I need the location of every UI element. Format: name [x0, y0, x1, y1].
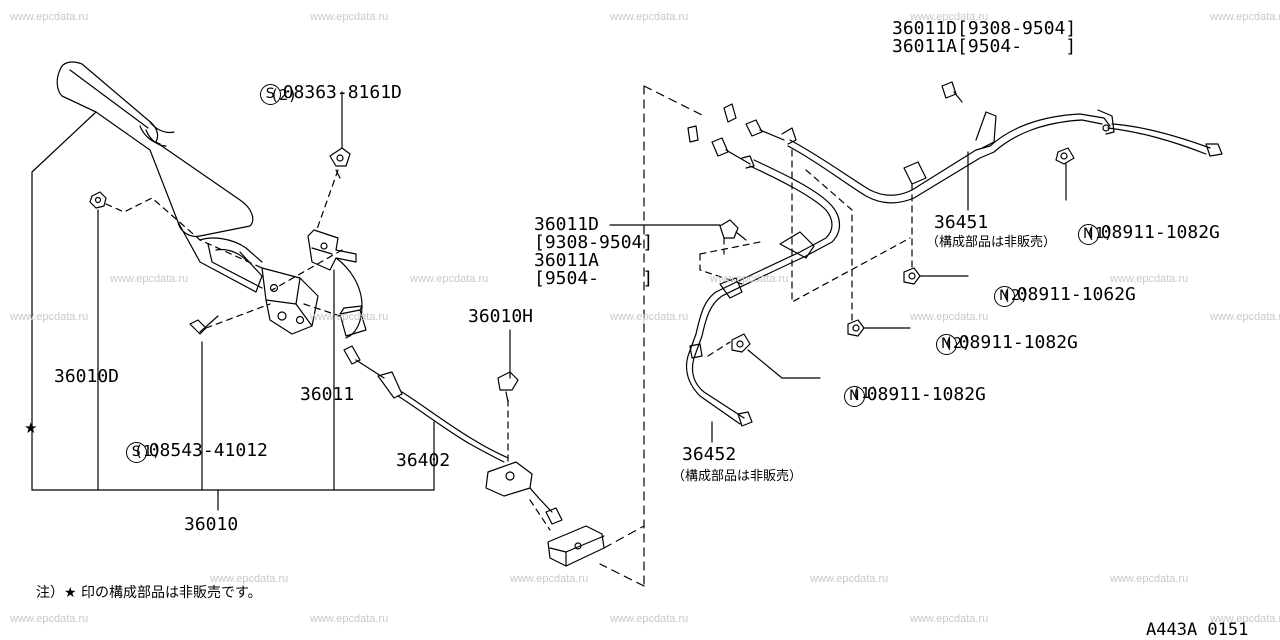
- bracket-36011-drawing: [307, 229, 367, 339]
- s-mark-icon: S: [125, 442, 147, 463]
- qty-n1: (1): [1086, 224, 1114, 242]
- callout-36402: 36402: [396, 450, 451, 471]
- note-36452: （構成部品は非販売）: [672, 469, 803, 484]
- qty-08543-41012: (1): [134, 442, 162, 460]
- left-fasteners-drawing: [89, 147, 351, 335]
- cable-36402-drawing: [343, 345, 605, 567]
- callout-36011D-mid-date: [9308-9504]: [534, 232, 654, 253]
- qty-n2: (2): [1002, 286, 1030, 304]
- part-number: 08911-1082G: [866, 384, 986, 405]
- svg-text:www.epcdata.ru: www.epcdata.ru: [1209, 613, 1280, 625]
- svg-text:www.epcdata.ru: www.epcdata.ru: [9, 311, 88, 323]
- part-number: 08911-1062G: [1016, 284, 1136, 305]
- watermark-group: www.epcdata.ru www.epcdata.ru www.epcdat…: [9, 11, 1280, 625]
- callout-36011A-mid: 36011A: [534, 250, 600, 271]
- svg-text:www.epcdata.ru: www.epcdata.ru: [1109, 573, 1188, 585]
- callout-36010D: 36010D: [54, 366, 120, 387]
- left-dashed-leaders: [105, 169, 551, 531]
- callout-36010: 36010: [184, 514, 239, 535]
- diagram-reference-code: A443A 0151: [1146, 620, 1249, 640]
- callout-36011D-top: 36011D[9308-9504]: [892, 18, 1077, 39]
- svg-text:www.epcdata.ru: www.epcdata.ru: [9, 613, 88, 625]
- note-36451: （構成部品は非販売）: [926, 235, 1057, 250]
- svg-text:www.epcdata.ru: www.epcdata.ru: [909, 11, 988, 23]
- footnote: 注）★ 印の構成部品は非販売です。: [36, 585, 262, 601]
- callout-36451: 36451: [934, 212, 989, 233]
- cable-36451-drawing: [723, 81, 1223, 204]
- left-leader-lines: [31, 91, 435, 511]
- callout-36011A-top: 36011A[9504- ]: [892, 36, 1077, 57]
- n-mark-icon: N: [843, 386, 865, 407]
- brake-lever-drawing: [56, 61, 263, 293]
- qty-n4: (1): [852, 384, 880, 402]
- svg-text:www.epcdata.ru: www.epcdata.ru: [509, 573, 588, 585]
- svg-text:www.epcdata.ru: www.epcdata.ru: [609, 613, 688, 625]
- svg-text:www.epcdata.ru: www.epcdata.ru: [1109, 273, 1188, 285]
- svg-text:www.epcdata.ru: www.epcdata.ru: [309, 11, 388, 23]
- star-marker: ★: [24, 419, 38, 437]
- svg-text:www.epcdata.ru: www.epcdata.ru: [609, 311, 688, 323]
- svg-text:www.epcdata.ru: www.epcdata.ru: [309, 613, 388, 625]
- svg-text:www.epcdata.ru: www.epcdata.ru: [109, 273, 188, 285]
- svg-text:www.epcdata.ru: www.epcdata.ru: [209, 573, 288, 585]
- svg-text:www.epcdata.ru: www.epcdata.ru: [1209, 311, 1280, 323]
- qty-08363-8161D: (2): [270, 86, 298, 104]
- n-mark-icon: N: [935, 334, 957, 355]
- svg-text:www.epcdata.ru: www.epcdata.ru: [609, 11, 688, 23]
- callout-36452: 36452: [682, 444, 737, 465]
- n-mark-icon: N: [1077, 224, 1099, 245]
- part-number: 08911-1082G: [958, 332, 1078, 353]
- right-leader-lines: [509, 151, 1067, 443]
- svg-text:www.epcdata.ru: www.epcdata.ru: [809, 573, 888, 585]
- s-mark-icon: S: [259, 84, 281, 105]
- part-number: 08911-1082G: [1100, 222, 1220, 243]
- n-mark-icon: N: [993, 286, 1015, 307]
- callout-36010H: 36010H: [468, 306, 534, 327]
- svg-text:www.epcdata.ru: www.epcdata.ru: [1209, 11, 1280, 23]
- svg-text:www.epcdata.ru: www.epcdata.ru: [909, 613, 988, 625]
- callout-36011A-mid-date: [9504- ]: [534, 268, 654, 289]
- svg-text:www.epcdata.ru: www.epcdata.ru: [9, 11, 88, 23]
- center-dashed-boundary: [599, 85, 705, 587]
- lever-bracket-drawing: [261, 267, 319, 335]
- svg-text:www.epcdata.ru: www.epcdata.ru: [309, 311, 388, 323]
- right-dashed-leaders: [699, 149, 913, 357]
- svg-text:www.epcdata.ru: www.epcdata.ru: [909, 311, 988, 323]
- svg-text:www.epcdata.ru: www.epcdata.ru: [709, 273, 788, 285]
- callout-36011: 36011: [300, 384, 355, 405]
- qty-n3: (2): [944, 334, 972, 352]
- svg-text:www.epcdata.ru: www.epcdata.ru: [409, 273, 488, 285]
- part-number: 08363-8161D: [282, 82, 402, 103]
- callout-36011D-mid: 36011D: [534, 214, 600, 235]
- part-number: 08543-41012: [148, 440, 268, 461]
- cable-36452-drawing: [685, 125, 921, 427]
